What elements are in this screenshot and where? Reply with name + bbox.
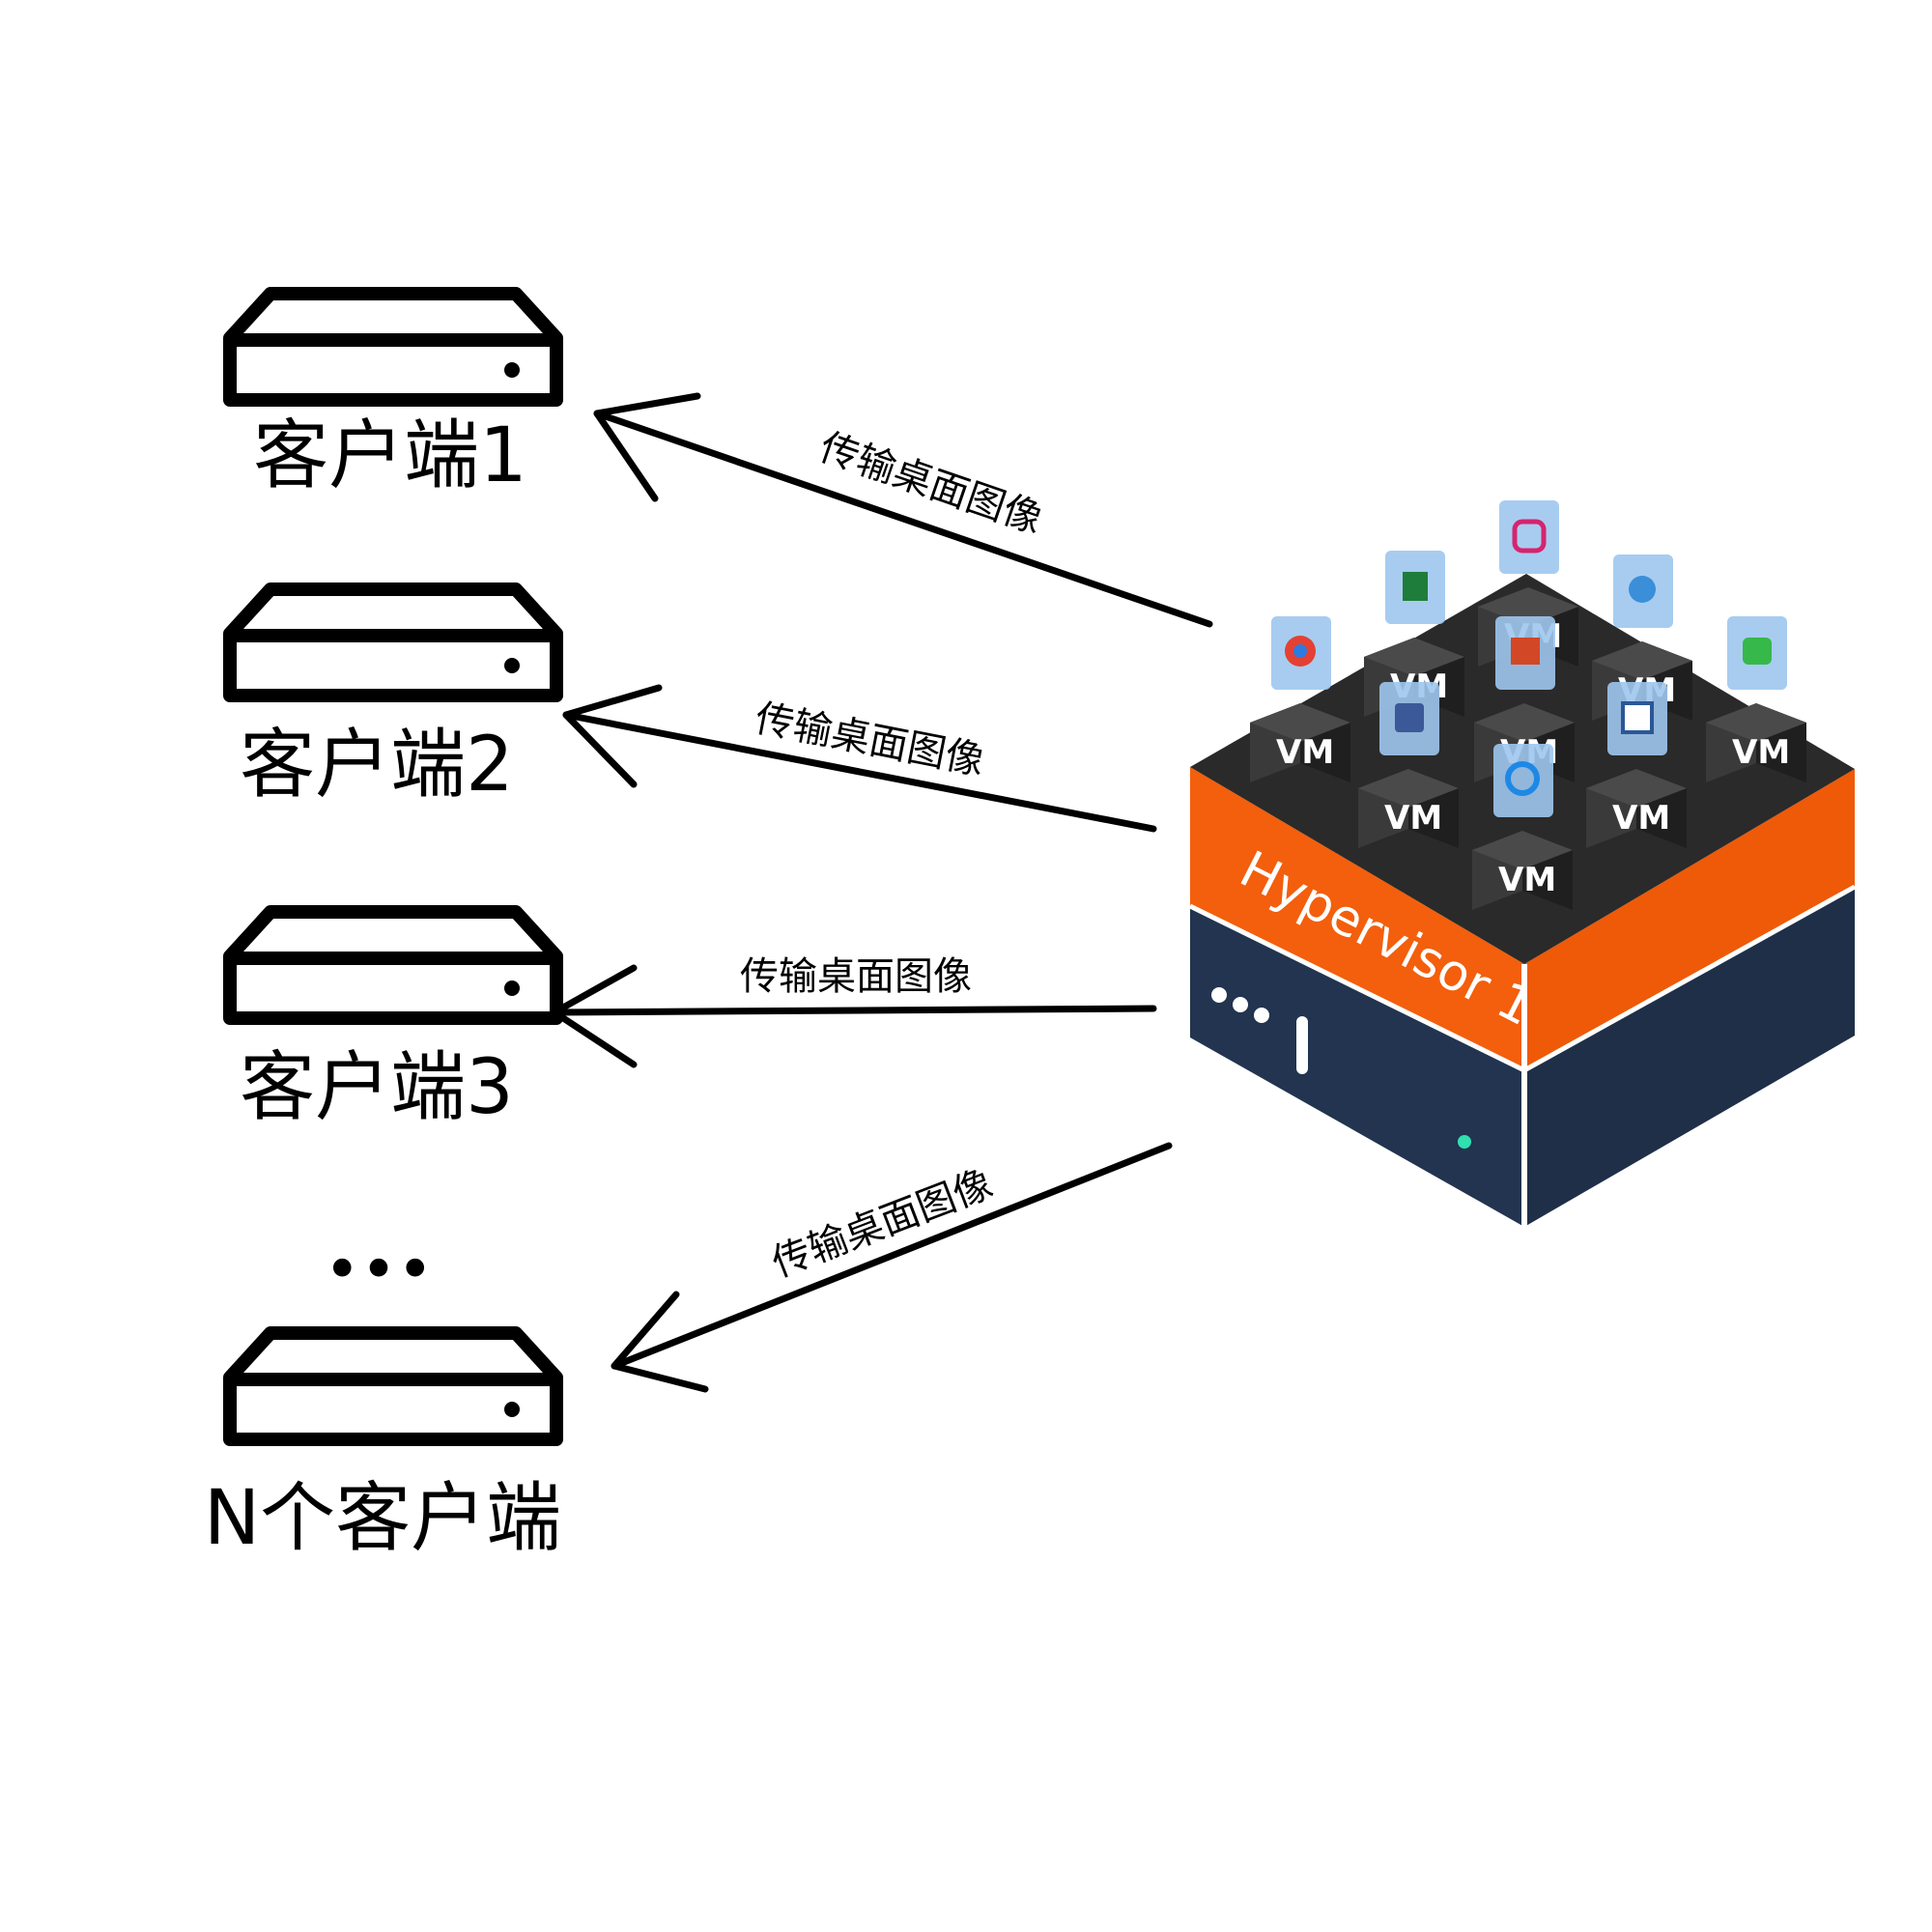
client-n-label: N个客户端 (204, 1475, 561, 1562)
client-2-label: 客户端2 (240, 722, 514, 809)
vm-cube: VM (1472, 744, 1573, 910)
arrow-2 (562, 684, 1157, 833)
arrow-1 (593, 392, 1213, 628)
arrow-3-label: 传输桌面图像 (740, 954, 972, 999)
client-2 (230, 589, 556, 696)
status-dot-2 (1233, 997, 1248, 1012)
server-top-left-face (1190, 767, 1524, 1070)
vm-cube: VM (1706, 616, 1806, 782)
client-n (230, 1333, 556, 1439)
vm-cube: VM (1358, 682, 1459, 848)
ie-icon (1493, 744, 1553, 817)
vm-label: VM (1732, 733, 1790, 772)
vm-cube: VM (1250, 616, 1350, 782)
client-device-icon (230, 1333, 556, 1439)
vm-label: VM (1498, 861, 1556, 899)
arrow-4 (611, 1142, 1173, 1393)
led-icon (1458, 1135, 1471, 1149)
ie-icon (1505, 761, 1540, 796)
client-3-label: 客户端3 (240, 1044, 514, 1131)
client-device-icon (230, 589, 556, 696)
twitter-icon (1629, 576, 1656, 603)
powerpoint-icon (1511, 638, 1540, 665)
client-device-icon (230, 294, 556, 400)
arrow-3 (551, 964, 1157, 1068)
server-top-right-face (1524, 769, 1855, 1070)
ellipsis: ••• (324, 1235, 433, 1306)
instagram-icon (1499, 500, 1559, 574)
excel-icon (1403, 572, 1428, 601)
status-dot-3 (1254, 1008, 1269, 1023)
vm-label: VM (1276, 733, 1334, 772)
server-bottom-left-face (1190, 906, 1524, 1227)
vm-grid: VM VM VM VM (1250, 500, 1806, 910)
vm-cube: VM (1586, 682, 1687, 848)
word-icon (1621, 701, 1654, 734)
vm-label: VM (1612, 799, 1670, 838)
client-device-icon (230, 912, 556, 1018)
vm-label: VM (1384, 799, 1442, 838)
client-1 (230, 294, 556, 400)
hypervisor-server: Hypervisor 1 VM VM VM (1188, 500, 1857, 1227)
client-3 (230, 912, 556, 1018)
facebook-icon (1395, 703, 1424, 732)
server-bottom-right-face (1524, 887, 1855, 1227)
client-1-label: 客户端1 (253, 412, 527, 499)
status-dot-1 (1211, 987, 1227, 1003)
instagram-icon (1512, 519, 1547, 554)
line-icon (1743, 638, 1772, 665)
